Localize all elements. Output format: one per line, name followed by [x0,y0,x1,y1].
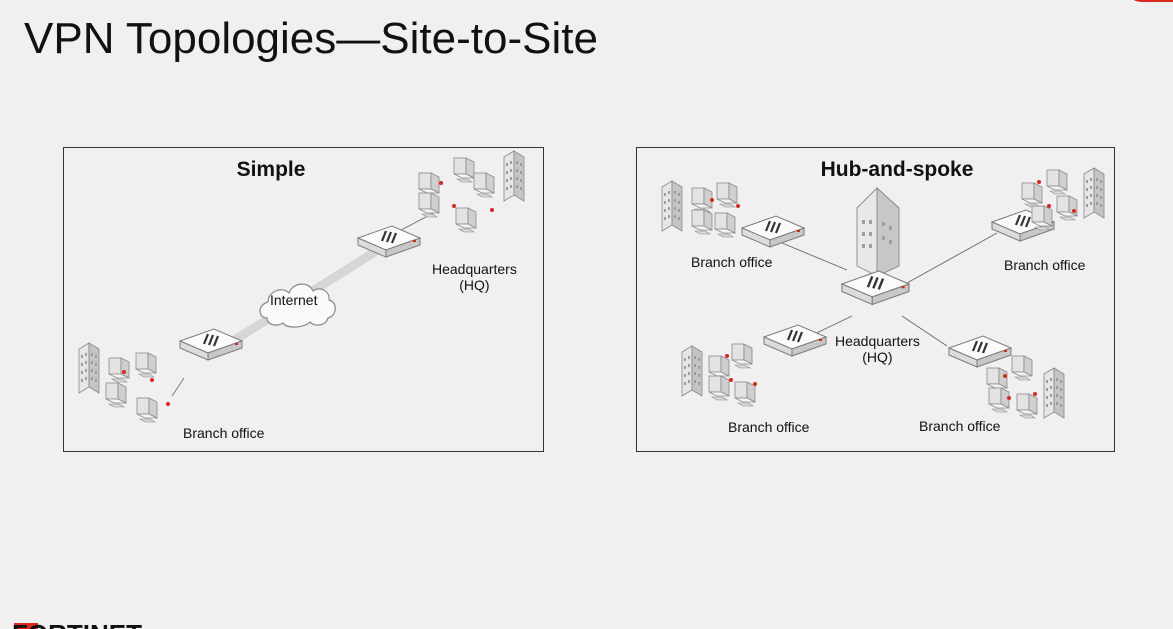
computer-icon [691,187,713,213]
building-icon [503,150,525,202]
branch-site [78,342,170,423]
branch-site-bottom-left [681,343,757,407]
fortinet-logo-text: FORTINET [12,619,142,629]
computer-icon [136,397,158,423]
computer-icon [105,382,127,408]
hub-title: Hub-and-spoke [820,158,974,181]
fortinet-logo: FORTINET [12,619,142,629]
branch-office-label-bottom-right: Branch office [919,418,1001,434]
hq-label: Headquarters (HQ) [835,333,920,365]
simple-title: Simple [236,158,306,181]
computer-icon [691,209,713,235]
hub-and-spoke-panel: Hub-and-spoke Branch office Branch offic… [636,147,1115,452]
hq-label-line1: Headquarters [432,261,517,277]
branch-firewall [178,327,244,362]
building-icon [681,345,703,397]
computer-icon [1021,182,1043,208]
computer-icon [1011,355,1033,381]
port-marker [122,370,126,374]
port-marker [439,181,443,185]
branch-office-label: Branch office [183,425,265,441]
hub-diagram [661,167,1105,419]
branch-office-label-bottom-left: Branch office [728,419,810,435]
hq-firewall [840,269,911,306]
branch-office-label-top-right: Branch office [1004,257,1086,273]
computer-icon [708,375,730,401]
computer-icon [455,207,477,233]
computer-icon [731,343,753,369]
slide-title: VPN Topologies—Site-to-Site [24,14,598,63]
hq-label-line2: (HQ) [459,277,490,293]
building-icon [661,180,683,232]
hq-label: Headquarters (HQ) [432,261,517,293]
fortinet-logo-mark [14,623,38,629]
branch-office-label-top-left: Branch office [691,254,773,270]
port-marker [166,402,170,406]
computer-icon [1056,195,1078,221]
simple-diagram [78,150,525,423]
branch-site-top-left [661,180,740,238]
building-icon [78,342,100,394]
building-icon [1043,367,1065,419]
computer-icon [135,352,157,378]
spoke-firewall-bottom-right [947,334,1013,369]
internet-label: Internet [270,292,318,308]
branch-site-bottom-right [986,355,1065,419]
branch-site-top-right [1021,167,1105,231]
internet-cloud [259,283,336,328]
computer-icon [988,387,1010,413]
computer-icon [1046,169,1068,195]
computer-icon [714,212,736,238]
simple-topology-panel: Simple Internet Headquarters (HQ) Branch… [63,147,544,452]
port-marker [452,204,456,208]
building-icon [1083,167,1105,219]
corner-badge [1127,0,1173,2]
hq-site [418,150,525,233]
hq-building [856,186,900,277]
hq-label-line1: Headquarters [835,333,920,349]
computer-icon [716,182,738,208]
hq-label-line2: (HQ) [862,349,893,365]
spoke-firewall-top-left [740,214,806,249]
port-marker [150,378,154,382]
computer-icon [473,172,495,198]
spoke-firewall-bottom-left [762,323,828,358]
computer-icon [108,357,130,383]
computer-icon [453,157,475,183]
port-marker [490,208,494,212]
computer-icon [1016,393,1038,419]
computer-icon [418,192,440,218]
branch-uplink [171,377,185,397]
computer-icon [734,381,756,407]
